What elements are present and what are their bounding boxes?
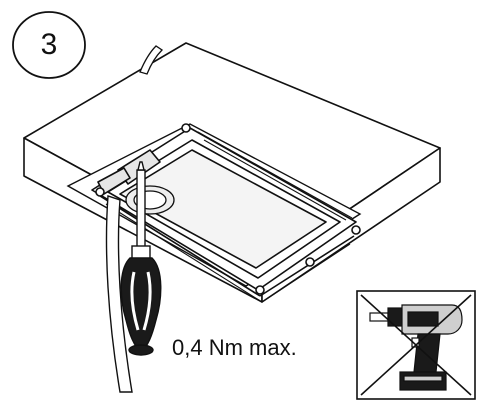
- mounting-frame-icon: [91, 123, 361, 303]
- cable-icon: [105, 195, 133, 393]
- screwdriver-icon: [120, 161, 162, 356]
- cable-entry: [125, 185, 175, 215]
- cable-top: [139, 45, 164, 75]
- step-number: 3: [40, 28, 58, 61]
- torque-label: 0,4 Nm max.: [172, 335, 297, 360]
- no-power-drill-icon: [356, 290, 476, 400]
- step-circle: [12, 11, 86, 79]
